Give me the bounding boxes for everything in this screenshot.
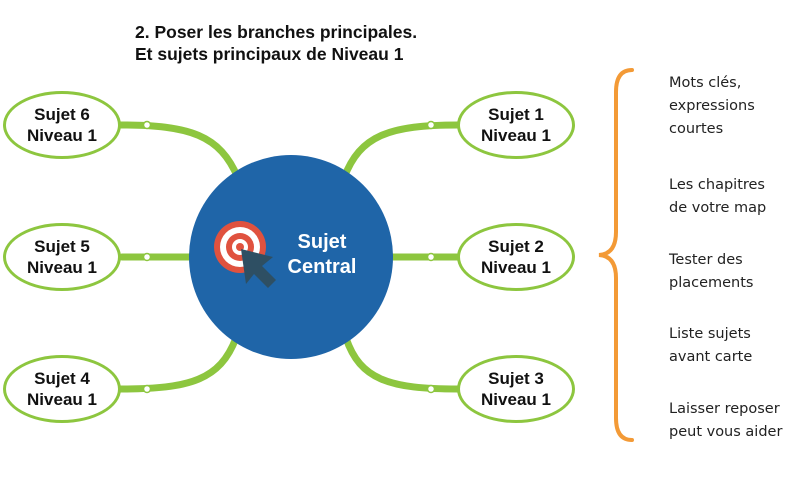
title-line-1: 2. Poser les branches principales. <box>135 22 418 42</box>
pointer-arrow-icon <box>241 249 276 288</box>
note-line: expressions <box>669 98 755 114</box>
topic-node-sujet-4: Sujet 4 Niveau 1 <box>3 355 121 423</box>
central-topic-label: Sujet Central <box>270 230 374 280</box>
note-line: placements <box>669 275 754 291</box>
topic-label: Sujet 4 <box>34 369 90 388</box>
note-line: Liste sujets <box>669 326 751 342</box>
branch-sujet-3 <box>342 334 462 393</box>
note-line: Laisser reposer <box>669 401 780 417</box>
diagram-title: 2. Poser les branches principales. Et su… <box>135 21 417 65</box>
branch-dot-1 <box>426 120 436 130</box>
topic-label: Sujet 5 <box>34 237 90 256</box>
topic-level: Niveau 1 <box>27 126 97 145</box>
topic-node-sujet-6: Sujet 6 Niveau 1 <box>3 91 121 159</box>
note-item-placements: Tester des placements <box>669 249 754 295</box>
title-line-2: Et sujets principaux de Niveau 1 <box>135 44 404 64</box>
central-topic-circle <box>189 155 393 359</box>
topic-node-sujet-5: Sujet 5 Niveau 1 <box>3 223 121 291</box>
note-line: courtes <box>669 121 724 137</box>
target-icon <box>214 221 276 288</box>
note-line: Tester des <box>669 252 743 268</box>
central-topic-line-2: Central <box>287 256 357 278</box>
branch-sujet-4 <box>116 334 240 393</box>
topic-level: Niveau 1 <box>481 258 551 277</box>
branch-dot-3 <box>426 384 436 394</box>
note-line: avant carte <box>669 349 753 365</box>
branch-dot-4 <box>142 384 152 394</box>
topic-level: Niveau 1 <box>481 126 551 145</box>
topic-node-sujet-3: Sujet 3 Niveau 1 <box>457 355 575 423</box>
branch-sujet-6 <box>116 121 242 182</box>
branch-dot-6 <box>142 120 152 130</box>
topic-label: Sujet 3 <box>488 369 544 388</box>
note-line: Mots clés, <box>669 75 742 91</box>
topic-level: Niveau 1 <box>481 390 551 409</box>
note-line: Les chapitres <box>669 177 765 193</box>
note-line: de votre map <box>669 200 767 216</box>
note-line: peut vous aider <box>669 424 783 440</box>
note-item-keywords: Mots clés, expressions courtes <box>669 72 755 141</box>
topic-label: Sujet 2 <box>488 237 544 256</box>
note-item-chapters: Les chapitres de votre map <box>669 174 766 220</box>
note-item-topic-list: Liste sujets avant carte <box>669 323 752 369</box>
central-topic-line-1: Sujet <box>297 231 347 253</box>
topic-level: Niveau 1 <box>27 258 97 277</box>
topic-node-sujet-2: Sujet 2 Niveau 1 <box>457 223 575 291</box>
curly-brace <box>598 68 634 442</box>
branch-sujet-1 <box>340 121 462 182</box>
branch-dot-2 <box>426 252 436 262</box>
topic-level: Niveau 1 <box>27 390 97 409</box>
branch-dot-5 <box>142 252 152 262</box>
topic-label: Sujet 6 <box>34 105 90 124</box>
topic-node-sujet-1: Sujet 1 Niveau 1 <box>457 91 575 159</box>
note-item-rest: Laisser reposer peut vous aider <box>669 398 782 444</box>
topic-label: Sujet 1 <box>488 105 544 124</box>
